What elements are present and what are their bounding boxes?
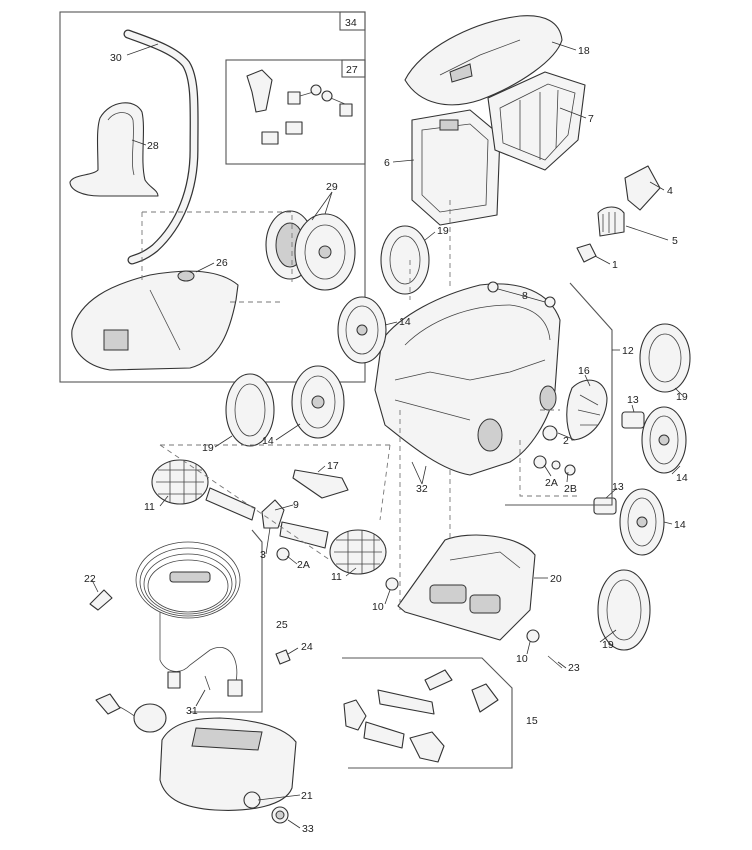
impeller-parts [576, 165, 661, 263]
wheel-part-right-lower [619, 488, 665, 556]
tire-part-right-lower [597, 569, 651, 651]
callout-17: 17 [327, 460, 339, 472]
callout-25: 25 [276, 619, 288, 631]
callout-14-right-lower: 14 [674, 519, 686, 531]
callout-13-lower: 13 [612, 481, 624, 493]
assembly-guide-lines [141, 200, 580, 610]
callout-10-right: 10 [516, 653, 528, 665]
callout-14-body: 14 [399, 316, 411, 328]
callout-14-left: 14 [262, 435, 274, 447]
wheel-pair-part [265, 210, 356, 291]
callout-labels: 34 27 30 28 29 26 18 7 6 4 5 1 19 8 14 1… [84, 17, 688, 835]
callout-33: 33 [302, 823, 314, 835]
cable-bracket [190, 529, 263, 713]
callout-21: 21 [301, 790, 313, 802]
tire-part-upper [380, 225, 430, 295]
callout-22: 22 [84, 573, 96, 585]
callout-9: 9 [293, 499, 299, 511]
swivel-connector-part [89, 589, 113, 611]
callout-18: 18 [578, 45, 590, 57]
wheel-part-body [337, 296, 387, 364]
bumper-strip-part [292, 469, 349, 499]
callout-10-left: 10 [372, 601, 384, 613]
leader-lines [91, 41, 683, 829]
filter-basket-part [487, 71, 586, 171]
label-box-34 [339, 11, 366, 31]
callout-2A-right: 2A [545, 477, 558, 489]
callout-20: 20 [550, 573, 562, 585]
cable-pin-part [204, 675, 211, 691]
connector-cap-part [271, 806, 289, 824]
callout-4: 4 [667, 185, 673, 197]
callout-2: 2 [563, 435, 569, 447]
fastener-parts [487, 281, 556, 308]
wheel-part-left [291, 365, 345, 439]
callout-13-upper: 13 [627, 394, 639, 406]
callout-19-left: 19 [202, 442, 214, 454]
side-plate-part [566, 379, 608, 441]
cable-clip-part [275, 649, 291, 665]
bumper-kit-parts [343, 669, 499, 763]
callout-11-left: 11 [144, 501, 155, 513]
seal-ring-parts [385, 577, 540, 643]
tire-part-left [225, 373, 275, 447]
callout-11-right: 11 [331, 571, 342, 583]
tire-part-right-upper [639, 323, 691, 393]
top-cover-part [404, 15, 563, 106]
callout-16: 16 [578, 365, 590, 377]
callout-26: 26 [216, 257, 228, 269]
callout-19-right-upper: 19 [676, 391, 688, 403]
accessory-kit-box [59, 11, 366, 383]
callout-19-right-lower: 19 [602, 639, 614, 651]
callout-27: 27 [346, 64, 358, 76]
callout-2B: 2B [564, 483, 577, 495]
clip-kit-box [225, 59, 366, 165]
drive-shaft-part-right [279, 521, 329, 549]
motor-base-part [397, 534, 536, 641]
callout-28: 28 [147, 140, 159, 152]
callout-31: 31 [186, 705, 198, 717]
caddy-base-part [71, 270, 239, 371]
callout-2A-left: 2A [297, 559, 310, 571]
callout-15: 15 [526, 715, 538, 727]
callout-23: 23 [568, 662, 580, 674]
bracket-part [261, 499, 285, 529]
bushing-part [276, 547, 290, 561]
robot-main-body-part [374, 283, 561, 476]
clip-kit-parts [246, 69, 353, 145]
handle-bar-part [123, 29, 199, 265]
callout-29: 29 [326, 181, 338, 193]
callout-5: 5 [672, 235, 678, 247]
callout-34: 34 [345, 17, 357, 29]
callout-7: 7 [588, 113, 594, 125]
drive-shaft-part-left [205, 487, 256, 521]
label-box-27 [341, 59, 366, 78]
grip-handle-part [69, 102, 159, 197]
callout-1: 1 [612, 259, 618, 271]
brush-roller-part-right [329, 529, 387, 575]
pin-part [547, 655, 563, 669]
main-body-bracket [505, 282, 613, 506]
callout-32: 32 [416, 483, 428, 495]
callout-3: 3 [260, 549, 266, 561]
bumper-kit-bracket [342, 657, 513, 769]
bearing-parts [533, 425, 576, 476]
floating-cable-part [135, 541, 243, 697]
callout-19-upper: 19 [437, 225, 449, 237]
callout-14-right-upper: 14 [676, 472, 688, 484]
power-supply-part [95, 693, 297, 811]
filter-canister-part [411, 109, 501, 226]
wheel-part-right-upper [641, 406, 687, 474]
drive-hub-part-upper [621, 411, 645, 429]
callout-30: 30 [110, 52, 122, 64]
callout-8: 8 [522, 290, 528, 302]
callout-6: 6 [384, 157, 390, 169]
brush-roller-part-left [151, 459, 209, 505]
drive-hub-part-lower [593, 497, 617, 515]
callout-12: 12 [622, 345, 634, 357]
callout-24: 24 [301, 641, 313, 653]
